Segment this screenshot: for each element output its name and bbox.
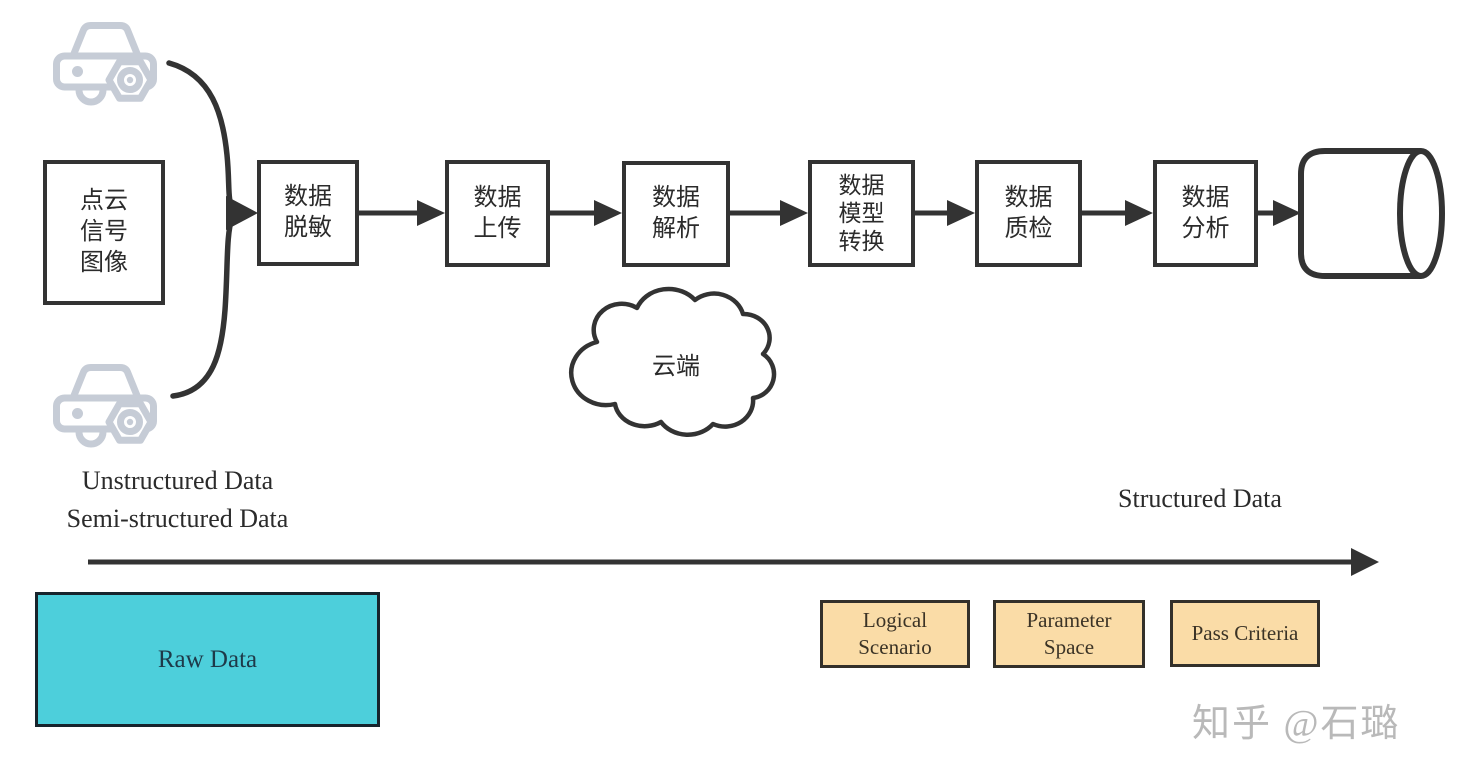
pipeline-box-desensitize: 数据 脱敏 (257, 160, 359, 266)
database-cylinder-icon (1298, 148, 1445, 279)
raw-data-label: Raw Data (157, 645, 258, 673)
stage-box-pass-criteria: Pass Criteria (1170, 600, 1320, 667)
stage-box-parameter-space: Parameter Space (993, 600, 1145, 668)
left-data-caption: Unstructured Data Semi-structured Data (25, 462, 330, 538)
flow-arrows (359, 200, 1301, 226)
raw-data-box: Raw Data (35, 592, 380, 727)
pipeline-box-upload: 数据 上传 (445, 160, 550, 267)
pipeline-box-model-convert: 数据 模型 转换 (808, 160, 915, 267)
cloud-label: 云端 (652, 354, 700, 380)
converge-arrowhead (226, 196, 258, 230)
source-line: 图像 (80, 250, 128, 276)
watermark: 知乎 @石璐 (1192, 703, 1401, 745)
source-data-box: 点云 信号 图像 (43, 160, 165, 305)
pipeline-box-quality-check: 数据 质检 (975, 160, 1082, 267)
source-line: 点云 (80, 188, 128, 214)
converge-curve-top (166, 60, 236, 212)
timeline-arrowhead (1351, 548, 1379, 576)
stage-box-logical-scenario: Logical Scenario (820, 600, 970, 668)
unstructured-data-label: Unstructured Data (81, 466, 274, 495)
car-icon (57, 368, 154, 445)
car-icon (57, 26, 154, 103)
structured-data-label: Structured Data (1118, 484, 1282, 513)
source-line: 信号 (80, 219, 128, 245)
semi-structured-data-label: Semi-structured Data (66, 504, 289, 533)
cloud-shape (569, 286, 777, 437)
pipeline-box-analysis: 数据 分析 (1153, 160, 1258, 267)
pipeline-box-parse: 数据 解析 (622, 161, 730, 267)
converge-curve-bottom (170, 215, 235, 399)
